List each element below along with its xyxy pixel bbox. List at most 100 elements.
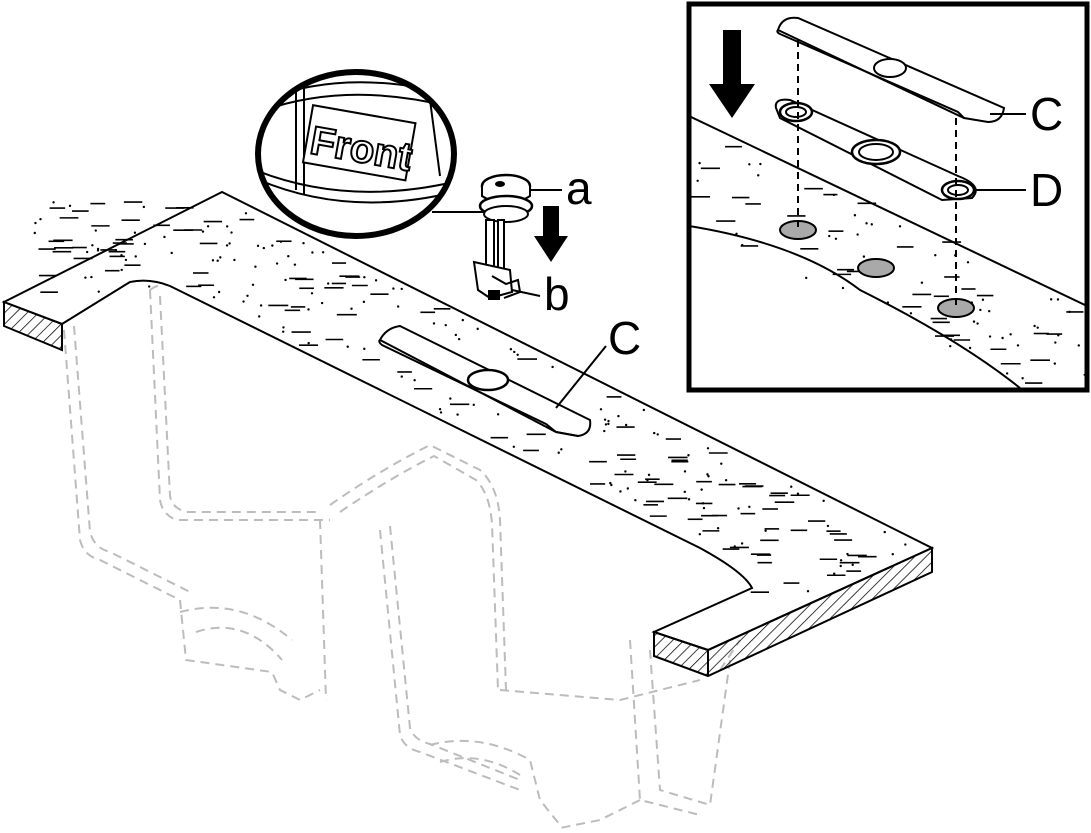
- gasket-d: [774, 98, 977, 202]
- speckle-dot: [724, 479, 728, 482]
- arrow-down-icon: [534, 206, 568, 262]
- detail-callout-d-label: D: [1030, 164, 1063, 216]
- speckle-dot: [603, 429, 606, 433]
- speckle-dot: [607, 419, 610, 423]
- speckle-dot: [512, 445, 516, 449]
- speckle-dot: [981, 298, 985, 301]
- speckle-dot: [737, 507, 740, 510]
- speckle-dot: [256, 244, 260, 248]
- speckle-dot: [321, 251, 325, 254]
- speckle-dot: [271, 244, 274, 247]
- speckle-dot: [293, 263, 297, 266]
- speckle-dot: [456, 413, 459, 416]
- speckle-dot: [363, 347, 366, 351]
- speckle-dot: [52, 201, 55, 204]
- speckle-dot: [85, 250, 89, 254]
- speckle-dot: [886, 301, 890, 304]
- speckle-dot: [607, 422, 610, 426]
- speckle-dot: [934, 254, 937, 257]
- speckle-dot: [687, 454, 690, 457]
- speckle-dot: [201, 230, 205, 233]
- speckle-dot: [1021, 377, 1024, 380]
- speckle-dot: [457, 337, 461, 341]
- speckle-dot: [262, 246, 266, 250]
- speckle-dot: [1016, 344, 1020, 347]
- speckle-dot: [320, 301, 324, 305]
- speckle-dot: [392, 287, 395, 290]
- speckle-dot: [438, 407, 442, 411]
- speckle-dot: [225, 244, 229, 247]
- speckle-dot: [233, 258, 236, 262]
- speckle-dot: [834, 237, 838, 240]
- speckle-dot: [363, 276, 366, 279]
- speckle-dot: [979, 308, 982, 312]
- speckle-dot: [909, 312, 913, 315]
- speckle-dot: [228, 242, 231, 245]
- speckle-dot: [114, 248, 118, 252]
- speckle-dot: [822, 499, 825, 503]
- speckle-dot: [350, 307, 353, 310]
- speckle-dot: [496, 413, 500, 416]
- speckle-dot: [147, 285, 151, 288]
- speckle-dot: [1053, 362, 1057, 365]
- speckle-dot: [509, 347, 513, 351]
- speckle-dot: [557, 451, 560, 454]
- speckle-dot: [966, 261, 970, 264]
- speckle-dot: [702, 506, 706, 510]
- front-label-plate: [301, 104, 417, 182]
- speckle-dot: [806, 590, 810, 593]
- speckle-dot: [143, 242, 147, 246]
- speckle-dot: [217, 290, 221, 294]
- speckle-dot: [444, 323, 447, 327]
- front-orientation-magnifier: Front: [255, 69, 484, 239]
- speckle-dot: [163, 235, 166, 239]
- callout-line-b: [511, 289, 541, 297]
- speckle-dot: [920, 281, 924, 284]
- speckle-dot: [720, 462, 723, 465]
- speckle-dot: [1056, 298, 1060, 301]
- speckle-dot: [839, 564, 842, 568]
- speckle-dot: [219, 256, 222, 259]
- speckle-dot: [764, 529, 767, 532]
- speckle-dot: [282, 330, 285, 333]
- speckle-dot: [230, 231, 233, 234]
- speckle-dot: [757, 174, 760, 177]
- drain-bracket-b: [472, 260, 514, 300]
- alignment-lines: [797, 40, 957, 308]
- speckle-dot: [828, 234, 831, 238]
- callout-a-label: a: [566, 162, 592, 214]
- countertop-front-edge-left: [3, 300, 63, 352]
- speckle-dot: [706, 473, 709, 476]
- speckle-dot: [748, 505, 751, 509]
- speckle-dot: [790, 485, 793, 488]
- speckle-dot: [142, 205, 146, 209]
- speckle-dot: [706, 447, 710, 450]
- speckle-dot: [449, 397, 452, 400]
- speckle-dot: [284, 278, 287, 282]
- speckle-dot: [862, 255, 866, 258]
- speckle-dot: [700, 488, 703, 491]
- speckle-dot: [396, 305, 400, 308]
- speckle-dot: [707, 475, 710, 478]
- speckle-dot: [1033, 324, 1036, 328]
- speckle-dot: [33, 231, 36, 235]
- speckle-dot: [634, 499, 637, 502]
- speckle-dot: [716, 527, 720, 530]
- speckle-dot: [211, 259, 215, 262]
- speckle-dot: [513, 350, 516, 354]
- speckle-dot: [244, 212, 248, 215]
- speckle-dot: [683, 470, 687, 473]
- speckle-dot: [653, 431, 656, 435]
- speckle-dot: [733, 545, 736, 548]
- countertop-surface: [1, 190, 935, 652]
- speckle-dot: [624, 423, 628, 427]
- speckle-dot: [696, 179, 699, 182]
- speckle-dot: [599, 408, 603, 411]
- speckle-dot: [610, 483, 613, 487]
- speckle-dot: [225, 225, 229, 228]
- speckle-dot: [310, 292, 314, 295]
- speckle-dot: [68, 204, 72, 208]
- speckle-dot: [242, 300, 245, 303]
- detail-inset-panel: C D: [686, 1, 1090, 393]
- speckle-dot: [741, 243, 744, 247]
